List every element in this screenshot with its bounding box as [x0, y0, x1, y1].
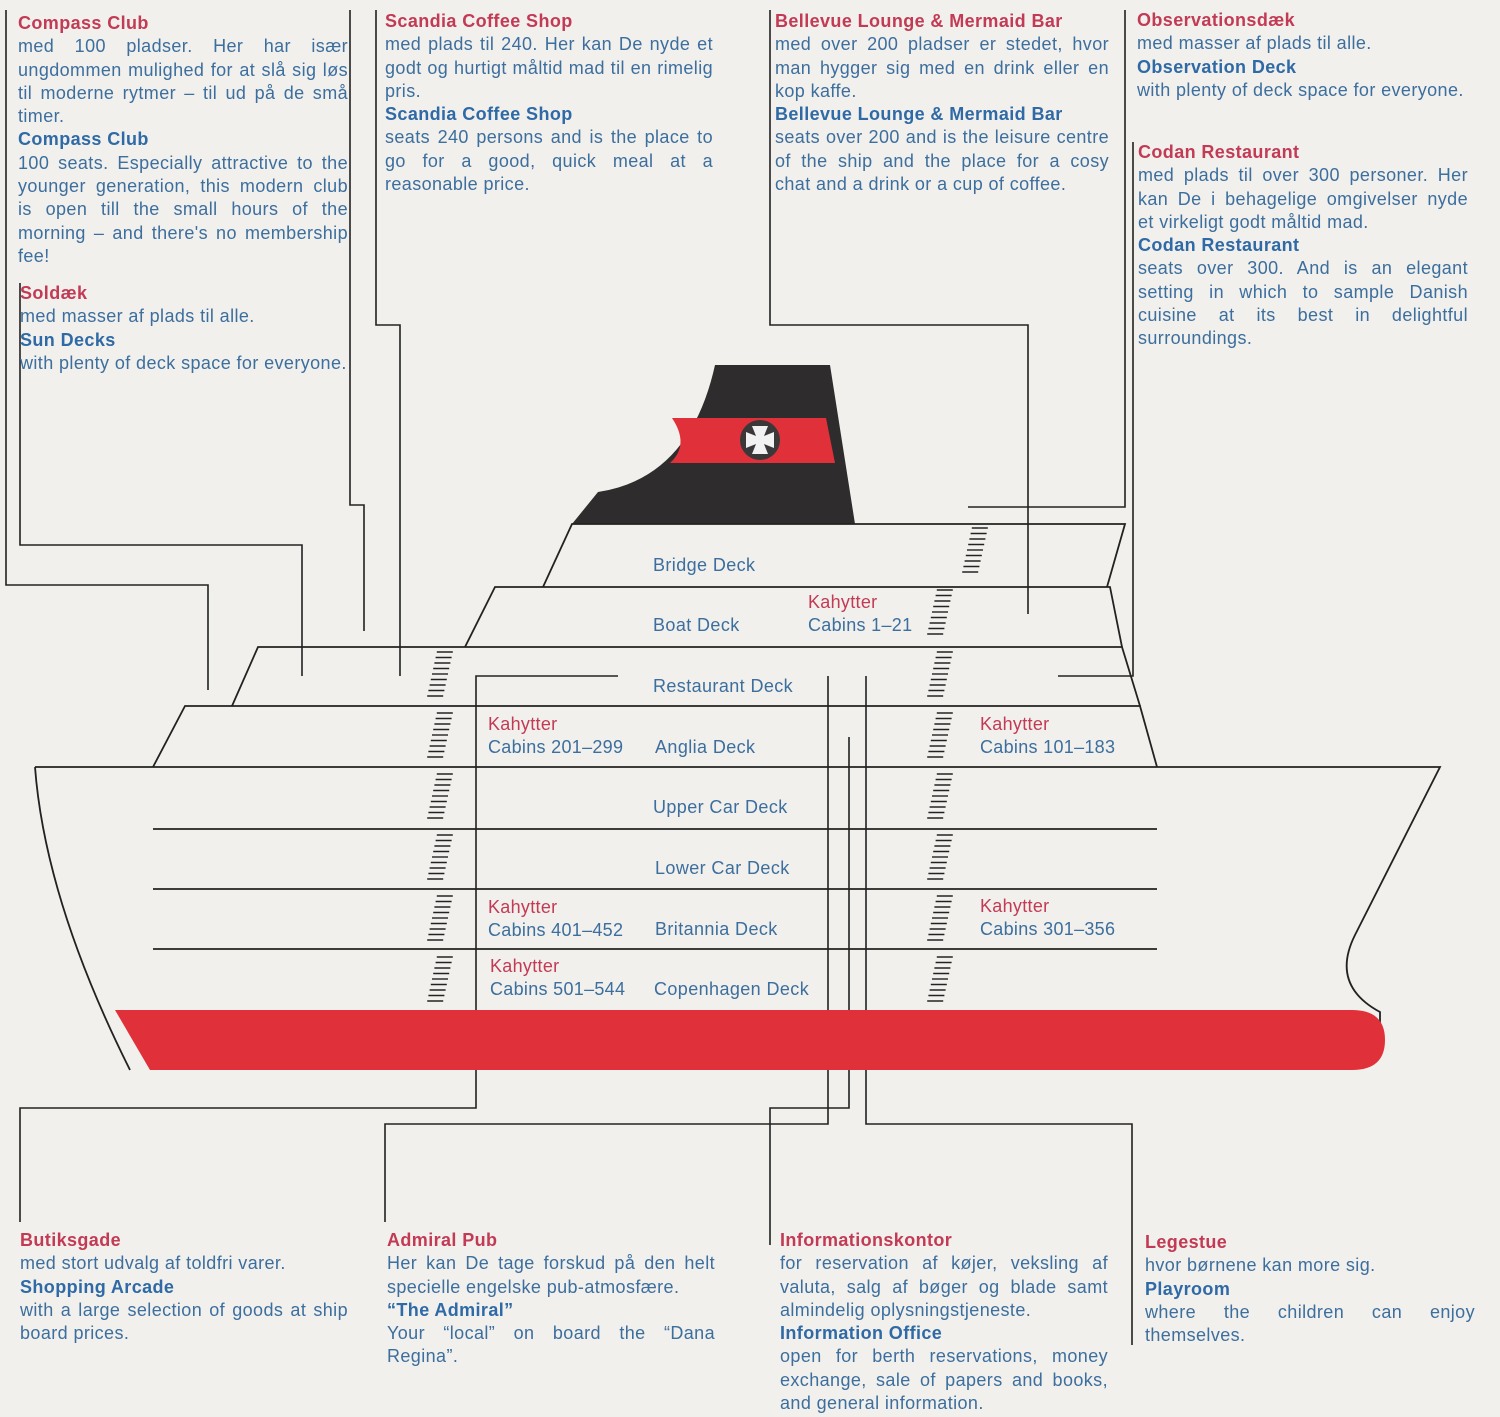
heading-en: Shopping Arcade	[20, 1276, 175, 1297]
text-en: where the children can enjoy themselves.	[1145, 1301, 1475, 1346]
heading-en: Scandia Coffee Shop	[385, 104, 573, 125]
text-en: with plenty of deck space for everyone.	[1137, 79, 1464, 100]
cabin-da: Kahytter	[488, 897, 558, 917]
heading-da: Butiksgade	[20, 1230, 122, 1250]
scandia-coffee-shop-block: Scandia Coffee Shop med plads til 240. H…	[385, 10, 713, 196]
cross-icon	[746, 426, 774, 454]
heading-en: Compass Club	[18, 129, 149, 150]
cabin-da: Kahytter	[980, 714, 1050, 734]
cabin-da: Kahytter	[488, 714, 558, 734]
heading-en: Bellevue Lounge & Mermaid Bar	[775, 104, 1063, 125]
heading-en: Information Office	[780, 1323, 943, 1344]
text-da: med masser af plads til alle.	[20, 306, 255, 327]
text-en: Your “local” on board the “Dana Regina”.	[387, 1323, 715, 1367]
deck-label-anglia: Anglia Deck	[655, 737, 756, 757]
heading-en: “The Admiral”	[387, 1299, 514, 1320]
leader-line	[5, 10, 209, 690]
deck-label-restaurant: Restaurant Deck	[653, 676, 794, 696]
heading-en: Codan Restaurant	[1138, 235, 1300, 256]
deck-label-lower-car: Lower Car Deck	[655, 858, 790, 878]
text-da: for reservation af køjer, veksling af va…	[780, 1253, 1108, 1320]
heading-da: Soldæk	[20, 283, 88, 303]
text-da: med plads til over 300 personer. Her kan…	[1138, 165, 1468, 232]
deck-label-upper-car: Upper Car Deck	[653, 797, 788, 817]
text-en: seats over 300. And is an elegant settin…	[1138, 258, 1468, 349]
text-da: med over 200 pladser er stedet, hvor man…	[775, 34, 1109, 101]
deck-label-britannia: Britannia Deck	[655, 919, 778, 939]
sun-decks-block: Soldæk med masser af plads til alle. Sun…	[20, 282, 348, 375]
bellevue-lounge-block: Bellevue Lounge & Mermaid Bar med over 2…	[775, 10, 1109, 196]
heading-en: Sun Decks	[20, 329, 116, 350]
heading-da: Scandia Coffee Shop	[385, 11, 573, 31]
codan-restaurant-block: Codan Restaurant med plads til over 300 …	[1138, 141, 1468, 351]
cabin-da: Kahytter	[808, 592, 878, 612]
text-da: Her kan De tage forskud på den helt spec…	[387, 1253, 715, 1297]
cabin-en: Cabins 1–21	[808, 615, 913, 635]
heading-en: Playroom	[1145, 1278, 1231, 1299]
cabin-en: Cabins 501–544	[490, 979, 626, 999]
heading-da: Codan Restaurant	[1138, 142, 1300, 162]
heading-da: Informationskontor	[780, 1230, 953, 1250]
leader-line	[349, 10, 365, 631]
observation-deck-block: Observationsdæk med masser af plads til …	[1137, 9, 1465, 102]
text-en: seats 240 persons and is the place to go…	[385, 127, 713, 195]
text-da: med 100 pladser. Her har især ungdommen …	[18, 36, 348, 127]
text-da: med stort udvalg af toldfri varer.	[20, 1253, 286, 1274]
cabin-da: Kahytter	[490, 956, 560, 976]
heading-da: Observationsdæk	[1137, 10, 1296, 30]
deck-label-copenhagen: Copenhagen Deck	[654, 979, 810, 999]
leader-line	[769, 737, 850, 1245]
deck-label-boat: Boat Deck	[653, 615, 740, 635]
text-da: hvor børnene kan more sig.	[1145, 1255, 1376, 1276]
cabin-en: Cabins 301–356	[980, 919, 1116, 939]
heading-da: Bellevue Lounge & Mermaid Bar	[775, 11, 1063, 31]
waterline-red-band	[115, 1010, 1385, 1070]
shopping-arcade-block: Butiksgade med stort udvalg af toldfri v…	[20, 1229, 348, 1345]
leader-line	[1058, 142, 1134, 677]
heading-da: Admiral Pub	[387, 1230, 498, 1250]
leader-line	[375, 10, 401, 676]
compass-club-block: Compass Club med 100 pladser. Her har is…	[18, 12, 348, 268]
heading-en: Observation Deck	[1137, 56, 1297, 77]
text-da: med masser af plads til alle.	[1137, 33, 1372, 54]
leader-line	[769, 10, 1029, 614]
leader-line	[384, 676, 829, 1222]
information-office-block: Informationskontor for reservation af kø…	[780, 1229, 1108, 1415]
text-en: with plenty of deck space for everyone.	[20, 352, 347, 373]
cabin-da: Kahytter	[980, 896, 1050, 916]
text-da: med plads til 240. Her kan De nyde et go…	[385, 34, 713, 101]
heading-da: Legestue	[1145, 1232, 1228, 1252]
text-en: open for berth reservations, money excha…	[780, 1346, 1108, 1414]
admiral-pub-block: Admiral Pub Her kan De tage forskud på d…	[387, 1229, 715, 1369]
leader-line	[968, 10, 1126, 508]
leader-line	[865, 676, 1133, 1345]
heading-da: Compass Club	[18, 13, 149, 33]
leader-line	[19, 283, 303, 676]
cabin-en: Cabins 201–299	[488, 737, 624, 757]
playroom-block: Legestue hvor børnene kan more sig. Play…	[1145, 1231, 1475, 1347]
text-en: with a large selection of goods at ship …	[20, 1299, 348, 1344]
deck-label-bridge: Bridge Deck	[653, 555, 756, 575]
text-en: 100 seats. Especially attractive to the …	[18, 152, 348, 266]
cabin-en: Cabins 101–183	[980, 737, 1116, 757]
text-en: seats over 200 and is the leisure centre…	[775, 127, 1109, 195]
leader-line	[19, 675, 618, 1222]
cabin-en: Cabins 401–452	[488, 920, 624, 940]
